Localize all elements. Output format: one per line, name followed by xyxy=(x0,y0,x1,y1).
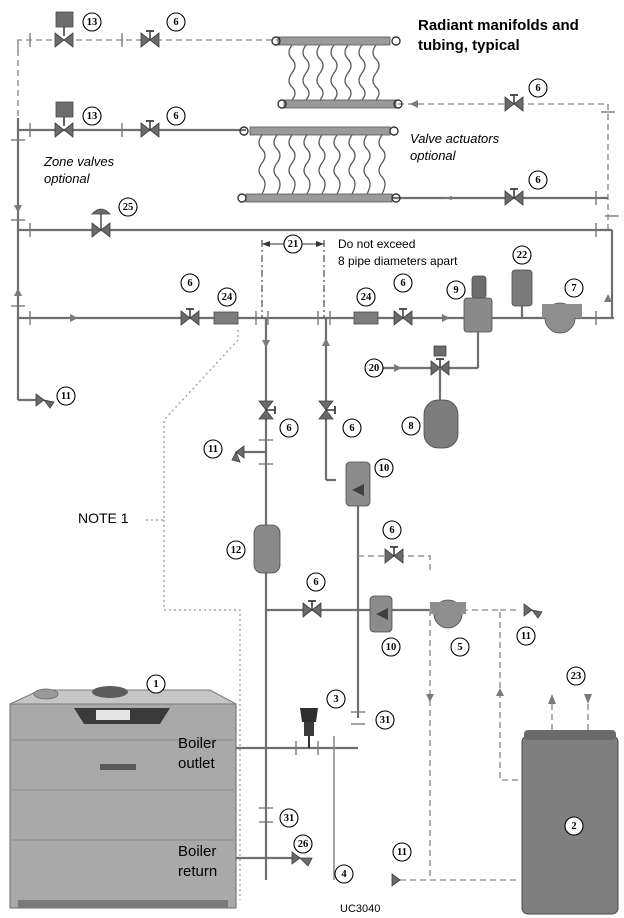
callout-circle-c13a xyxy=(82,12,102,32)
callout-circle-c7 xyxy=(564,278,584,298)
radiant-manifold-upper xyxy=(271,36,403,109)
callout-circle-c6f xyxy=(393,273,413,293)
callout-circle-c11b xyxy=(203,439,223,459)
callout-number-c10a: 10 xyxy=(379,463,390,474)
callout-circle-c4 xyxy=(334,864,354,884)
spacing-line-2: 8 pipe diameters apart xyxy=(338,254,458,268)
callout-number-c2: 2 xyxy=(571,821,576,832)
boiler-outlet-line-1: Boiler xyxy=(178,735,216,752)
title-line-2: tubing, typical xyxy=(418,37,520,54)
callout-number-c3: 3 xyxy=(333,694,338,705)
callout-number-c11c: 11 xyxy=(521,631,531,642)
spacing-line-1: Do not exceed xyxy=(338,237,415,251)
callout-number-c8: 8 xyxy=(408,421,413,432)
callout-number-c6c: 6 xyxy=(535,83,540,94)
callout-circle-c11c xyxy=(516,626,536,646)
callout-circle-c10a xyxy=(374,458,394,478)
radiant-manifold-lower xyxy=(237,126,401,203)
callout-circle-c6j xyxy=(306,572,326,592)
callout-circle-c24b xyxy=(356,287,376,307)
callout-circle-c8 xyxy=(401,416,421,436)
callout-circle-c9 xyxy=(446,280,466,300)
callout-number-c11b: 11 xyxy=(208,444,218,455)
callout-number-c21: 21 xyxy=(288,239,299,250)
figure-code: UC3040 xyxy=(340,903,380,915)
callout-number-c13a: 13 xyxy=(87,17,98,28)
boiler xyxy=(9,686,237,909)
callout-circle-c6d xyxy=(528,170,548,190)
callout-number-c31a: 31 xyxy=(380,715,391,726)
callout-number-c6h: 6 xyxy=(349,423,354,434)
callout-circle-c6b xyxy=(166,106,186,126)
callout-number-c1: 1 xyxy=(153,679,158,690)
callout-number-c7: 7 xyxy=(571,283,576,294)
callout-circle-c20 xyxy=(364,358,384,378)
callout-circle-c13b xyxy=(82,106,102,126)
callout-circle-c31a xyxy=(375,710,395,730)
actuators-line-2: optional xyxy=(410,148,457,163)
callout-number-c23: 23 xyxy=(571,671,582,682)
boiler-return-line-1: Boiler xyxy=(178,843,216,860)
callout-number-c22: 22 xyxy=(517,250,528,261)
callout-circle-c21 xyxy=(283,234,303,254)
callout-circle-c31b xyxy=(279,808,299,828)
system-circulator xyxy=(542,302,582,334)
callout-number-c5: 5 xyxy=(457,642,462,653)
callout-number-c26: 26 xyxy=(298,839,309,850)
callout-circle-c26 xyxy=(293,834,313,854)
callout-circle-c6i xyxy=(382,520,402,540)
callout-circle-c1 xyxy=(146,674,166,694)
callout-circle-c23 xyxy=(566,666,586,686)
callout-circle-c11d xyxy=(392,842,412,862)
callout-number-c13b: 13 xyxy=(87,111,98,122)
callout-circle-c6a xyxy=(166,12,186,32)
callout-number-c6e: 6 xyxy=(187,278,192,289)
callout-circle-c3 xyxy=(326,689,346,709)
callout-number-c10b: 10 xyxy=(386,642,397,653)
note-1: NOTE 1 xyxy=(78,510,129,526)
callout-circle-c6e xyxy=(180,273,200,293)
zone-valves-line-1: Zone valves xyxy=(43,154,115,169)
callout-circle-c6g xyxy=(279,418,299,438)
callout-circle-c5 xyxy=(450,637,470,657)
callout-number-c6f: 6 xyxy=(400,278,405,289)
relief-valve xyxy=(300,708,318,748)
callout-number-c24b: 24 xyxy=(361,292,372,303)
callout-circle-c22 xyxy=(512,245,532,265)
indirect-water-heater xyxy=(521,694,619,915)
callout-circle-c2 xyxy=(564,816,584,836)
callout-number-c6b: 6 xyxy=(173,111,178,122)
callout-number-c25: 25 xyxy=(123,202,134,213)
boiler-return-line-2: return xyxy=(178,863,217,880)
callout-number-c6j: 6 xyxy=(313,577,318,588)
callout-number-c12: 12 xyxy=(231,545,242,556)
callout-number-c4: 4 xyxy=(341,869,347,880)
callout-number-c6g: 6 xyxy=(286,423,291,434)
callout-number-c31b: 31 xyxy=(284,813,295,824)
callout-circle-c25 xyxy=(118,197,138,217)
callout-circle-c24a xyxy=(217,287,237,307)
callout-number-c20: 20 xyxy=(369,363,380,374)
callout-number-c9: 9 xyxy=(453,285,458,296)
actuators-line-1: Valve actuators xyxy=(410,131,500,146)
callout-circle-c10b xyxy=(381,637,401,657)
callout-number-c6i: 6 xyxy=(389,525,394,536)
zone-valves-line-2: optional xyxy=(44,171,91,186)
title-line-1: Radiant manifolds and xyxy=(418,17,579,34)
callout-circle-c6c xyxy=(528,78,548,98)
callout-number-c6a: 6 xyxy=(173,17,178,28)
callout-circle-c11a xyxy=(56,386,76,406)
callout-number-c24a: 24 xyxy=(222,292,233,303)
callout-circle-c12 xyxy=(226,540,246,560)
callout-number-c11d: 11 xyxy=(397,847,407,858)
boiler-outlet-line-2: outlet xyxy=(178,755,216,772)
mixing-valve xyxy=(463,275,493,368)
callout-number-c11a: 11 xyxy=(61,391,71,402)
callout-circle-c6h xyxy=(342,418,362,438)
callout-number-c6d: 6 xyxy=(535,175,540,186)
